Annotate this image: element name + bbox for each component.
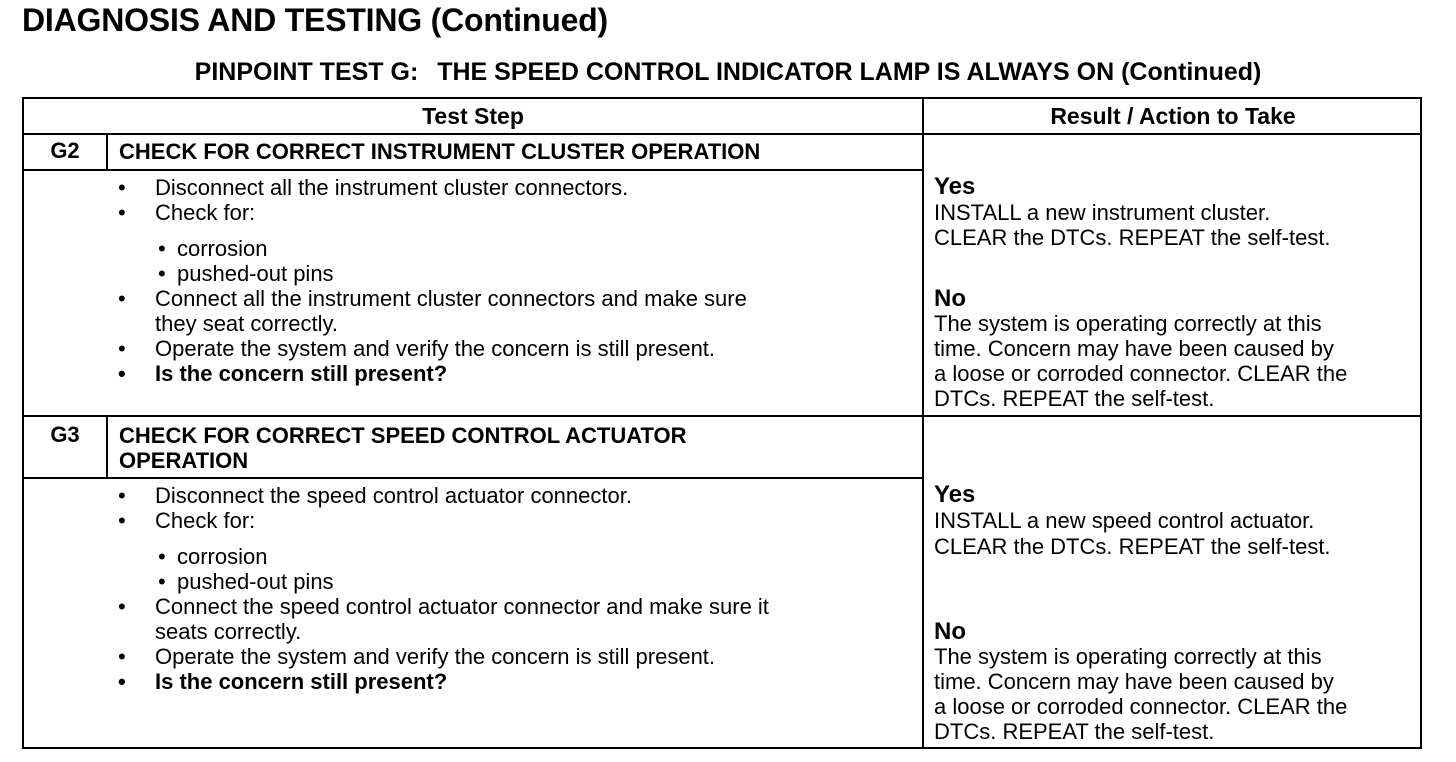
g2-step-4: Operate the system and verify the concer… (155, 336, 716, 361)
g2-no-line-2: time. Concern may have been caused by (934, 336, 1334, 361)
bullet: • (118, 286, 126, 311)
g3-step-4: Operate the system and verify the concer… (155, 644, 716, 669)
g2-step-2: Check for: (155, 200, 256, 225)
g3-step-3b: seats correctly. (155, 619, 302, 644)
g3-sub-2: pushed-out pins (177, 569, 334, 594)
g2-no-line-4: DTCs. REPEAT the self-test. (934, 386, 1215, 411)
g2-yes-line-2: CLEAR the DTCs. REPEAT the self-test. (934, 225, 1331, 250)
bullet: • (118, 508, 126, 533)
g2-no-line-1: The system is operating correctly at thi… (934, 311, 1322, 336)
g2-id-divider (106, 135, 108, 170)
bullet: • (118, 175, 126, 200)
g2-no-line-3: a loose or corroded connector. CLEAR the (934, 361, 1348, 386)
g2-sub-1: corrosion (177, 236, 268, 261)
pinpoint-test-table: Test Step Result / Action to Take G2 CHE… (22, 97, 1422, 749)
bullet: • (118, 483, 126, 508)
g3-step-title-1: CHECK FOR CORRECT SPEED CONTROL ACTUATOR (119, 423, 687, 448)
sub-bullet: • (158, 236, 166, 261)
g2-yes-label: Yes (934, 173, 976, 200)
test-title-prefix: PINPOINT TEST G: (194, 58, 419, 86)
g3-step-2: Check for: (155, 508, 256, 533)
g3-id-divider (106, 417, 108, 478)
g2-step-id: G2 (50, 138, 80, 163)
bullet: • (118, 361, 126, 386)
g2-step-5: Is the concern still present? (155, 361, 448, 386)
sub-bullet: • (158, 544, 166, 569)
g3-no-line-4: DTCs. REPEAT the self-test. (934, 719, 1215, 744)
g3-yes-line-2: CLEAR the DTCs. REPEAT the self-test. (934, 534, 1331, 559)
page-title: DIAGNOSIS AND TESTING (Continued) (22, 2, 608, 38)
sub-bullet: • (158, 261, 166, 286)
sub-bullet: • (158, 569, 166, 594)
g3-title-underline (24, 477, 922, 479)
g3-yes-line-1: INSTALL a new speed control actuator. (934, 508, 1315, 533)
row-divider (24, 415, 1422, 417)
g3-step-id: G3 (50, 422, 80, 447)
g3-no-line-2: time. Concern may have been caused by (934, 669, 1334, 694)
column-divider (922, 99, 924, 749)
g2-step-1: Disconnect all the instrument cluster co… (155, 175, 629, 200)
g3-yes-label: Yes (934, 481, 976, 508)
header-result-action: Result / Action to Take (1050, 103, 1296, 129)
g2-step-title: CHECK FOR CORRECT INSTRUMENT CLUSTER OPE… (119, 139, 761, 164)
g3-no-label: No (934, 618, 966, 645)
g3-no-line-1: The system is operating correctly at thi… (934, 644, 1322, 669)
g3-sub-1: corrosion (177, 544, 268, 569)
bullet: • (118, 669, 126, 694)
g2-title-underline (24, 169, 922, 171)
g2-step-3a: Connect all the instrument cluster conne… (155, 286, 747, 311)
test-title: PINPOINT TEST G: THE SPEED CONTROL INDIC… (0, 58, 1456, 87)
bullet: • (118, 594, 126, 619)
header-divider (24, 133, 1422, 135)
bullet: • (118, 200, 126, 225)
g3-step-title-2: OPERATION (119, 448, 249, 473)
g3-no-line-3: a loose or corroded connector. CLEAR the (934, 694, 1348, 719)
bullet: • (118, 644, 126, 669)
g2-yes-line-1: INSTALL a new instrument cluster. (934, 200, 1271, 225)
g2-step-3b: they seat correctly. (155, 311, 338, 336)
g3-step-5: Is the concern still present? (155, 669, 448, 694)
bullet: • (118, 336, 126, 361)
g2-sub-2: pushed-out pins (177, 261, 334, 286)
g2-no-label: No (934, 285, 966, 312)
header-test-step: Test Step (422, 103, 524, 129)
g3-step-3a: Connect the speed control actuator conne… (155, 594, 769, 619)
test-title-text: THE SPEED CONTROL INDICATOR LAMP IS ALWA… (437, 58, 1262, 86)
g3-step-1: Disconnect the speed control actuator co… (155, 483, 632, 508)
